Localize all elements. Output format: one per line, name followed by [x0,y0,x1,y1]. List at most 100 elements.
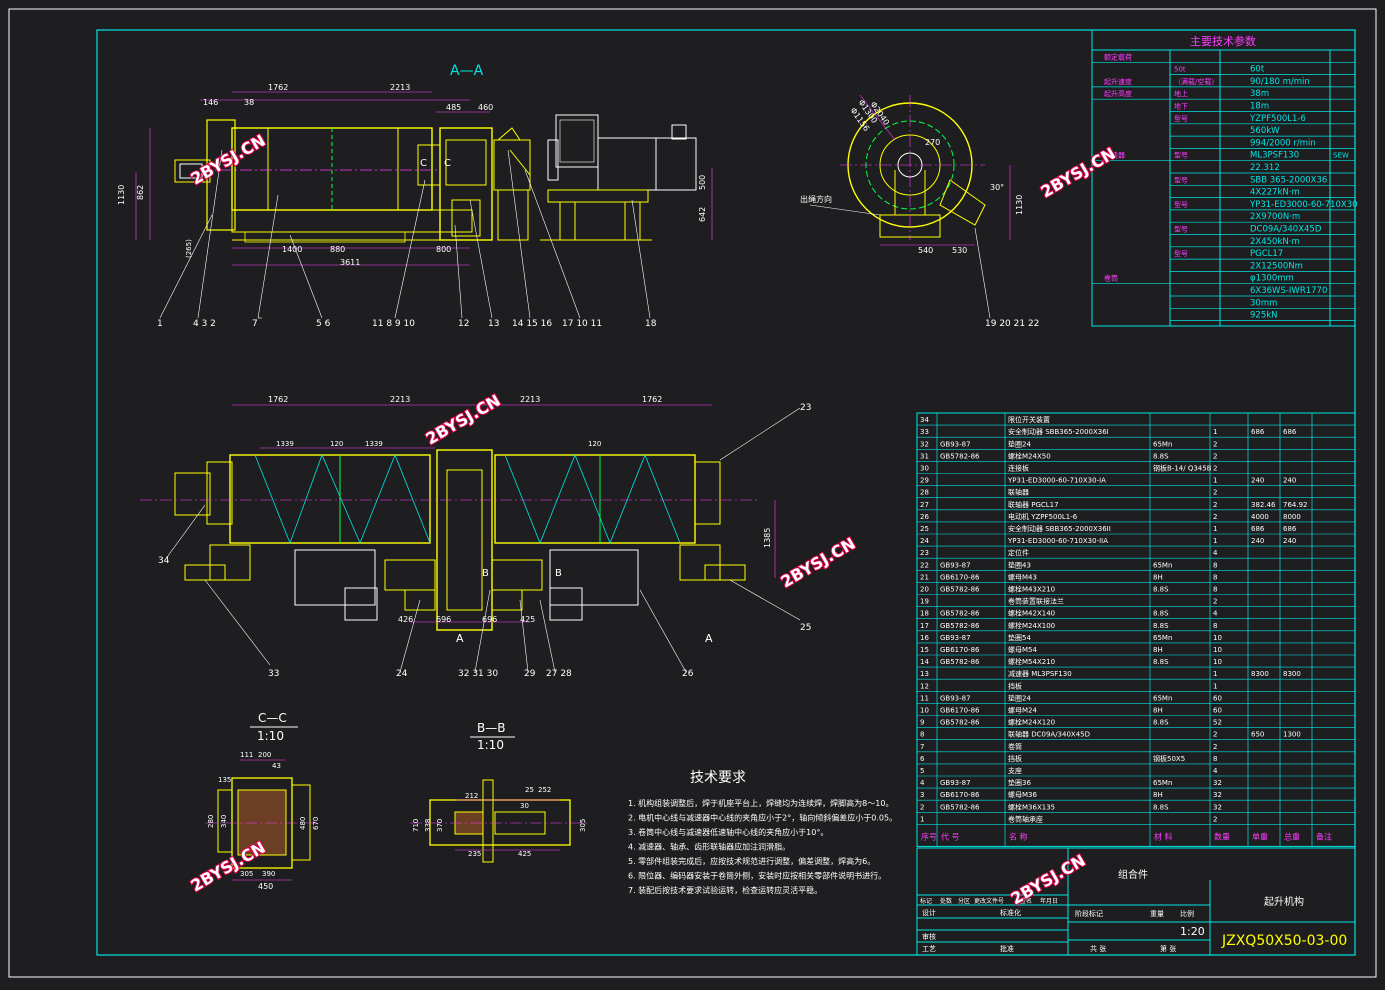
tech-requirements: 技术要求 1. 机构组装调整后，焊于机座平台上，焊缝均为连续焊，焊脚高为8～10… [628,770,897,895]
bearing-block-left [206,119,236,231]
bom-cell-name: 螺栓M24X120 [1008,718,1055,727]
bom-cell-mat: 8H [1153,707,1163,715]
bom-cell-no: 26 [920,513,929,521]
bom-cell-qty: 1 [1213,525,1217,533]
bom-cell-name: 卷筒 [1008,742,1022,751]
dim-p-9: 1385 [763,528,772,548]
tech-row-label: 起升速度 [1104,77,1132,86]
dim-a-13: 3611 [340,258,360,267]
bom-cell-name: 螺栓M43X210 [1008,585,1055,594]
bom-cell-code: GB5782-86 [940,658,980,666]
dim-b-9: 235 [468,850,481,858]
tech-row-value: 925kN [1250,311,1278,321]
dim-b-5: 710 [412,819,420,832]
tech-row-sub: 型号 [1174,151,1188,160]
tb-cell-3: 分区 [958,897,970,905]
dim-p-12: 696 [482,615,497,624]
dim-c-1: 111 [240,751,253,759]
bom-cell-name: 垫圈24 [1008,439,1031,448]
bom-cell-qty: 2 [1213,452,1217,460]
title-block: 组合件 起升机构 JZXQ50X50-03-00 1:20 标记 处数 分区 更… [916,847,1356,956]
leader-a-5: 11 8 9 10 [372,319,415,329]
tech-row-sub: 地下 [1174,102,1188,111]
bom-cell-w2: 240 [1283,537,1296,545]
bom-cell-name: 限位开关装置 [1008,415,1050,424]
bom-header-name: 名 称 [1009,831,1028,841]
view-cc: C—C 1:10 111 200 43 135 280 340 480 670 … [205,711,320,891]
bom-cell-name: 螺栓M24X100 [1008,621,1055,630]
dim-a-3: 146 [203,98,218,107]
tech-req-item: 2. 电机中心线与减速器中心线的夹角应小于2°，轴向倾斜偏差应小于0.05。 [628,813,897,823]
bom-cell-name: 螺栓M54X210 [1008,657,1055,666]
leader-p-4: 33 [268,669,279,679]
bom-cell-name: 卷筒装置联接法兰 [1008,597,1064,606]
tech-req-title: 技术要求 [690,770,746,786]
bom-cell-code: GB93-87 [940,561,971,569]
dim-c-9: 305 [240,870,253,878]
bom-cell-w2: 686 [1283,428,1297,436]
bom-cell-mat: 8.8S [1153,452,1169,460]
view-aa: A—A [117,63,713,329]
dim-b-8: 305 [579,819,587,832]
bom-cell-qty: 1 [1213,682,1217,690]
bom-cell-name: 螺栓M42X140 [1008,609,1055,618]
bom-cell-qty: 10 [1213,658,1222,666]
bom-cell-qty: 52 [1213,719,1222,727]
drawing-name: 起升机构 [1264,895,1304,908]
bom-header-no: 序号 [921,831,937,841]
bom-cell-name: 垫圈43 [1008,560,1031,569]
bom-cell-qty: 2 [1213,815,1217,823]
tech-row-extra: SEW [1333,152,1349,160]
motor-right-plan [549,549,639,606]
bom-cell-no: 2 [920,803,924,811]
dim-a-5: 485 [446,103,461,112]
bom-cell-name: 螺栓M24X50 [1008,451,1051,460]
dim-c-11: 450 [258,882,273,891]
bom-cell-qty: 8 [1213,561,1217,569]
tech-row-value: 30mm [1250,298,1277,308]
dim-c-5: 280 [207,815,215,828]
tb-cell-7: 设计 [922,908,936,917]
bom-cell-no: 15 [920,646,929,654]
tech-row-label: 起升高度 [1104,89,1132,98]
gearbox-plan [436,449,493,631]
bom-cell-qty: 8 [1213,586,1217,594]
bom-cell-w1: 4000 [1251,513,1269,521]
bom-cell-code: GB5782-86 [940,622,980,630]
bom-cell-code: GB93-87 [940,440,971,448]
bom-cell-qty: 8 [1213,755,1217,763]
view-aa-label: A—A [450,63,484,79]
bom-cell-w2: 8300 [1283,670,1301,678]
dim-b-7: 370 [436,819,444,832]
bom-cell-name: 挡板 [1008,754,1022,763]
dim-a-6: 460 [478,103,493,112]
leader-p-1: 23 [800,403,811,413]
dim-p-4: 1762 [642,395,662,404]
bom-cell-qty: 32 [1213,791,1222,799]
dim-b-4: 30 [520,802,529,810]
bom-cell-no: 13 [920,670,929,678]
bom-cell-qty: 1 [1213,537,1217,545]
view-cc-scale: 1:10 [257,729,284,743]
dim-b-6: 338 [424,819,432,832]
outer-frame [8,8,1377,978]
tech-row-value: 90/180 m/min [1250,77,1310,87]
bom-cell-qty: 2 [1213,743,1217,751]
bom-cell-no: 5 [920,767,924,775]
dim-a-9: (265) [185,239,193,258]
tb-cell-13: 工艺 [922,945,936,953]
dim-b-3: 252 [538,786,551,794]
motor-left-plan [294,549,376,606]
bom-cell-mat: 8H [1153,791,1163,799]
dim-p-1: 1762 [268,395,288,404]
bom-cell-w2: 764.92 [1283,501,1308,509]
view-bb-label: B—B [477,721,505,735]
leader-p-2: 34 [158,556,170,566]
leader-p-3: 25 [800,623,811,633]
tb-cell-11: 比例 [1180,909,1194,918]
direction-label: 出绳方向 [800,194,832,204]
bom-cell-qty: 8 [1213,622,1217,630]
bom-cell-no: 3 [920,791,924,799]
bom-cell-w2: 240 [1283,477,1296,485]
